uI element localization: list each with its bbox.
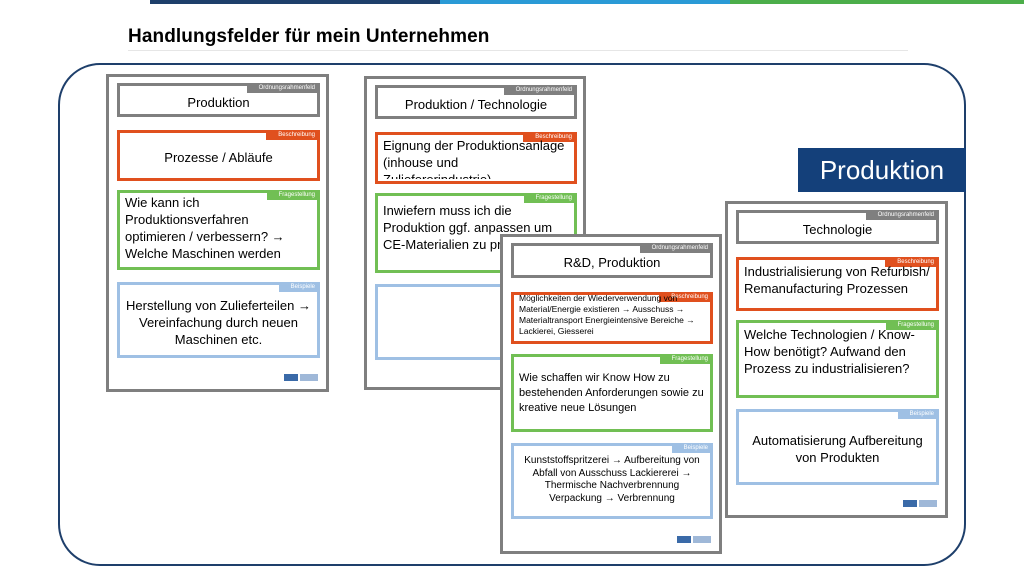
tag-ordnungsrahmenfeld: Ordnungsrahmenfeld [639,243,713,253]
tag-ordnungsrahmenfeld: Ordnungsrahmenfeld [246,83,320,93]
tag-beschreibung: Beschreibung [885,257,939,267]
card-title: Produktion / Technologie [404,96,548,112]
beschreibung-box: Beschreibung Industrialisierung von Refu… [736,257,939,311]
tag-beispiele: Beispiele [897,409,939,419]
tag-fragestellung: Fragestellung [266,190,320,200]
tag-beschreibung: Beschreibung [523,132,577,142]
top-accent-bar-green [730,0,1024,4]
content-frame [58,63,966,566]
tag-beispiele: Beispiele [278,282,320,292]
top-accent-bar-dark [150,0,440,4]
beschreibung-box: Beschreibung Möglichkeiten der Wiederver… [511,292,713,344]
tag-fragestellung: Fragestellung [659,354,713,364]
page-title: Handlungsfelder für mein Unternehmen [128,26,490,47]
beispiele-box: Beispiele Kunststoffspritzerei → Aufbere… [511,443,713,519]
card-title-box: Ordnungsrahmenfeld Technologie [736,210,939,244]
beispiele-box: Beispiele Automatisierung Aufbereitung v… [736,409,939,485]
tag-ordnungsrahmenfeld: Ordnungsrahmenfeld [865,210,939,220]
beispiele-text: Kunststoffspritzerei → Aufbereitung von … [524,455,700,504]
beschreibung-text: Industrialisierung von Refurbish/ Remanu… [744,264,930,296]
top-accent-bar-blue [440,0,730,4]
logo-icon [903,500,937,507]
tag-fragestellung: Fragestellung [885,320,939,330]
card-technologie: Ordnungsrahmenfeld Technologie Beschreib… [725,201,948,518]
logo-icon [284,374,318,381]
beispiele-text: Automatisierung Aufbereitung von Produkt… [752,433,923,465]
card-title: Technologie [802,221,873,237]
tag-ordnungsrahmenfeld: Ordnungsrahmenfeld [503,85,577,95]
tag-beschreibung: Beschreibung [266,130,320,140]
card-title: Produktion [187,94,250,110]
logo-icon [677,536,711,543]
card-title-box: Ordnungsrahmenfeld R&D, Produktion [511,243,713,278]
beschreibung-text: Prozesse / Abläufe [164,150,273,165]
card-title-box: Ordnungsrahmenfeld Produktion [117,83,320,117]
title-divider [128,50,908,51]
fragestellung-text: Welche Technologien / Know-How benötigt?… [744,327,915,376]
card-title-box: Ordnungsrahmenfeld Produktion / Technolo… [375,85,577,119]
tag-beispiele: Beispiele [671,443,713,453]
beschreibung-text: Möglichkeiten der Wiederverwendung von M… [519,293,695,336]
fragestellung-box: Fragestellung Wie kann ich Produktionsve… [117,190,320,270]
beispiele-box: Beispiele Herstellung von Zulieferteilen… [117,282,320,358]
fragestellung-text: Wie kann ich Produktionsverfahren optimi… [125,195,285,265]
card-produktion: Ordnungsrahmenfeld Produktion Beschreibu… [106,74,329,392]
fragestellung-box: Fragestellung Welche Technologien / Know… [736,320,939,398]
tag-beschreibung: Beschreibung [659,292,713,302]
fragestellung-box: Fragestellung Wie schaffen wir Know How … [511,354,713,432]
card-title: R&D, Produktion [563,255,661,270]
beschreibung-text: Eignung der Produktionsanlage (inhouse u… [383,138,565,179]
card-produktion-technologie: Ordnungsrahmenfeld Produktion / Technolo… [364,76,586,390]
tag-fragestellung: Fragestellung [523,193,577,203]
beispiele-text: Herstellung von Zulieferteilen → Vereinf… [126,297,311,347]
topic-badge: Produktion [798,148,966,192]
fragestellung-text: Wie schaffen wir Know How zu bestehenden… [519,372,704,414]
beschreibung-box: Beschreibung Eignung der Produktionsanla… [375,132,577,184]
beschreibung-box: Beschreibung Prozesse / Abläufe [117,130,320,181]
card-rd-produktion: Ordnungsrahmenfeld R&D, Produktion Besch… [500,234,722,554]
